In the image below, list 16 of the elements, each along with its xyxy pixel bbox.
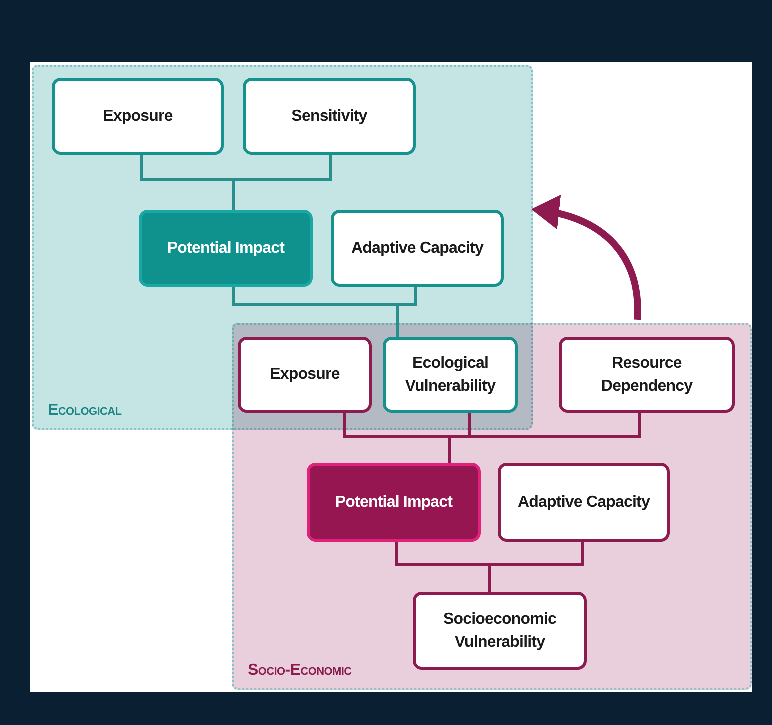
connector-line xyxy=(488,542,584,592)
process-box: Sensitivity xyxy=(243,78,416,155)
process-box: Ecological Vulnerability xyxy=(383,337,518,413)
connector-line xyxy=(448,413,642,463)
curved-arrow xyxy=(531,196,642,320)
group-label: Socio-Economic xyxy=(248,662,352,680)
process-box: Exposure xyxy=(52,78,224,155)
process-box: Potential Impact xyxy=(307,463,481,542)
process-box: Resource Dependency xyxy=(559,337,735,413)
process-box: Potential Impact xyxy=(139,210,313,287)
connector-line xyxy=(232,155,332,210)
process-box: Adaptive Capacity xyxy=(331,210,504,287)
process-box: Socioeconomic Vulnerability xyxy=(413,592,587,670)
process-box: Exposure xyxy=(238,337,372,413)
process-box: Adaptive Capacity xyxy=(498,463,670,542)
group-label: Ecological xyxy=(48,402,122,420)
